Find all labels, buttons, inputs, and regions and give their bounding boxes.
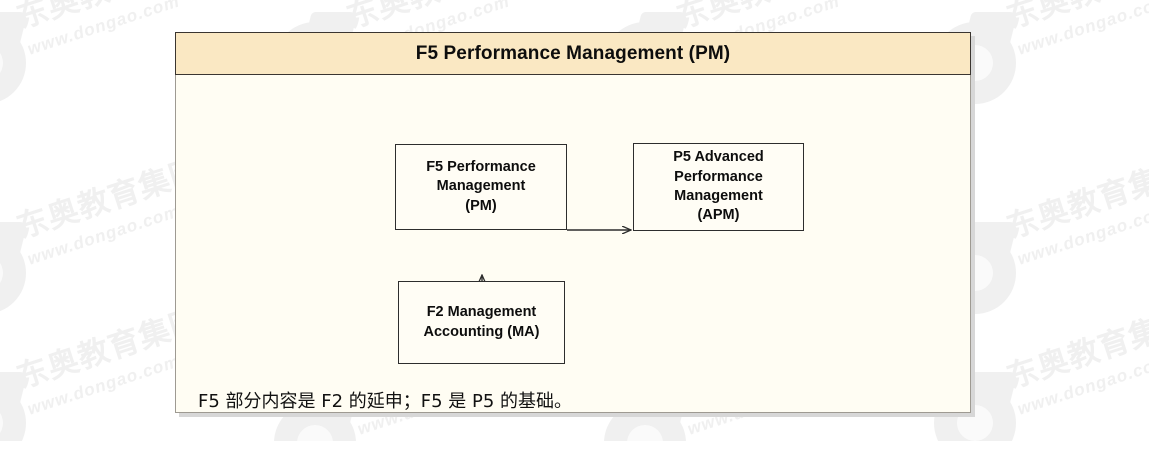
watermark-brand-url: www.dongao.com <box>1015 351 1149 419</box>
diagram-caption: F5 部分内容是 F2 的延申；F5 是 P5 的基础。 <box>198 391 573 412</box>
watermark-text: 东奥教育集团 www.dongao.com <box>1000 145 1149 270</box>
dongao-logo-icon <box>0 12 36 104</box>
watermark-brand-cn: 东奥教育集团 <box>1002 302 1149 396</box>
watermark-brand-url: www.dongao.com <box>1015 0 1149 59</box>
watermark-brand-cn: 东奥教育集团 <box>1002 152 1149 246</box>
watermark-text: 东奥教育集团 www.dongao.com <box>1000 295 1149 420</box>
watermark-brand-cn: 东奥教育集团 <box>1000 0 1149 37</box>
dongao-logo-icon <box>0 222 36 314</box>
node-f5-performance-management[interactable]: F5 Performance Management (PM) <box>395 144 567 230</box>
node-p5-advanced-performance-management[interactable]: P5 Advanced Performance Management (APM) <box>633 143 804 231</box>
node-label: P5 Advanced Performance Management (APM) <box>673 149 764 224</box>
panel-header: F5 Performance Management (PM) <box>175 32 971 75</box>
watermark-brand-url: www.dongao.com <box>1015 201 1149 269</box>
panel-body: F5 Performance Management (PM) P5 Advanc… <box>175 75 971 413</box>
node-label: F5 Performance Management (PM) <box>426 159 536 214</box>
diagram-panel: F5 Performance Management (PM) F5 Perfor… <box>175 32 975 417</box>
watermark-text: 东奥教育集团 www.dongao.com <box>1000 0 1149 60</box>
dongao-logo-icon <box>0 372 36 441</box>
node-label: F2 Management Accounting (MA) <box>423 304 540 340</box>
node-f2-management-accounting[interactable]: F2 Management Accounting (MA) <box>398 281 565 364</box>
page-title: F5 Performance Management (PM) <box>415 42 731 64</box>
